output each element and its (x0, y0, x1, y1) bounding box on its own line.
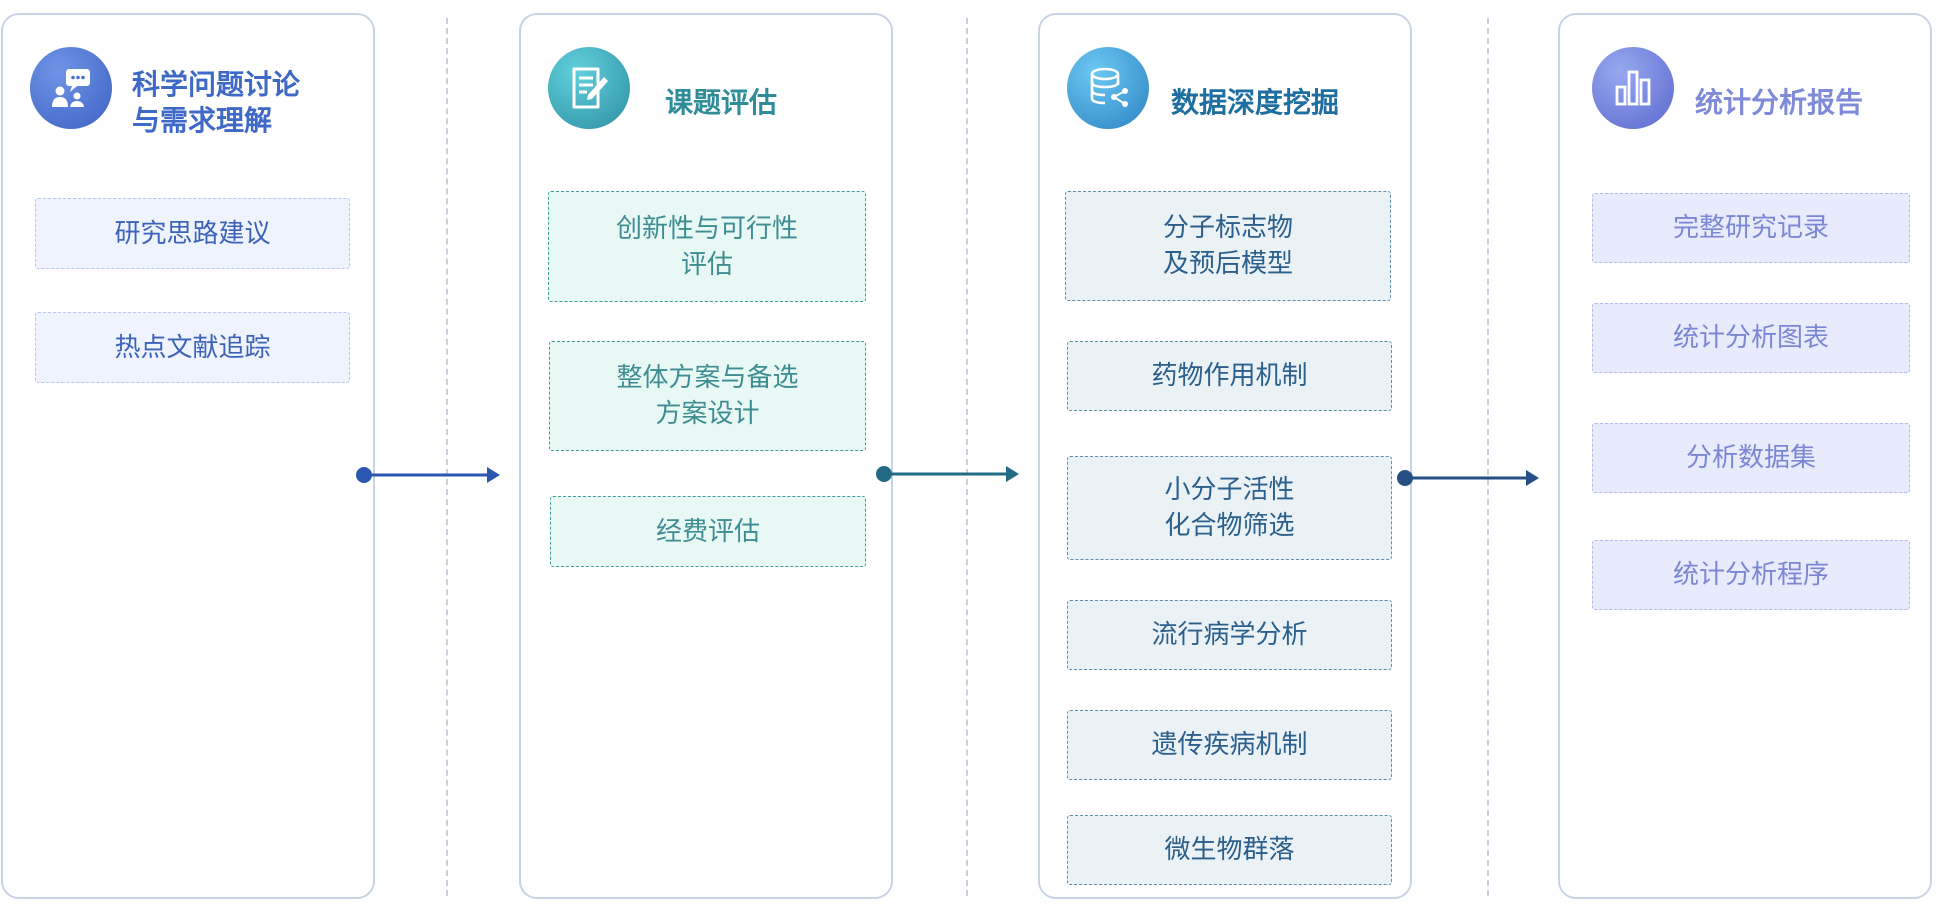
bar-chart-icon (1592, 47, 1674, 129)
stage-title: 数据深度挖掘 (1171, 86, 1340, 119)
list-item: 创新性与可行性 评估 (548, 191, 866, 302)
separator-line (446, 18, 448, 896)
arrow-connector (356, 467, 500, 483)
chat-people-icon (30, 47, 112, 129)
stage-panel-discussion (1, 13, 375, 899)
stage-panel-evaluation (519, 13, 893, 899)
list-item: 完整研究记录 (1592, 193, 1910, 263)
database-share-icon (1067, 47, 1149, 129)
list-item: 分析数据集 (1592, 423, 1910, 493)
arrow-connector (1397, 470, 1539, 486)
list-item: 分子标志物 及预后模型 (1065, 191, 1391, 301)
stage-title: 课题评估 (665, 86, 778, 119)
separator-line (966, 18, 968, 896)
list-item: 整体方案与备选 方案设计 (549, 341, 866, 451)
document-edit-icon (548, 47, 630, 129)
list-item: 小分子活性 化合物筛选 (1067, 456, 1392, 560)
list-item: 热点文献追踪 (35, 312, 350, 383)
stage-title: 统计分析报告 (1695, 86, 1864, 119)
list-item: 研究思路建议 (35, 198, 350, 269)
list-item: 遗传疾病机制 (1067, 710, 1392, 780)
list-item: 经费评估 (550, 496, 866, 567)
list-item: 微生物群落 (1067, 815, 1392, 885)
separator-line (1487, 18, 1489, 896)
list-item: 统计分析图表 (1592, 303, 1910, 373)
stage-title: 科学问题讨论 与需求理解 (132, 68, 301, 137)
list-item: 统计分析程序 (1592, 540, 1910, 610)
list-item: 流行病学分析 (1067, 600, 1392, 670)
list-item: 药物作用机制 (1067, 341, 1392, 411)
arrow-connector (876, 466, 1019, 482)
